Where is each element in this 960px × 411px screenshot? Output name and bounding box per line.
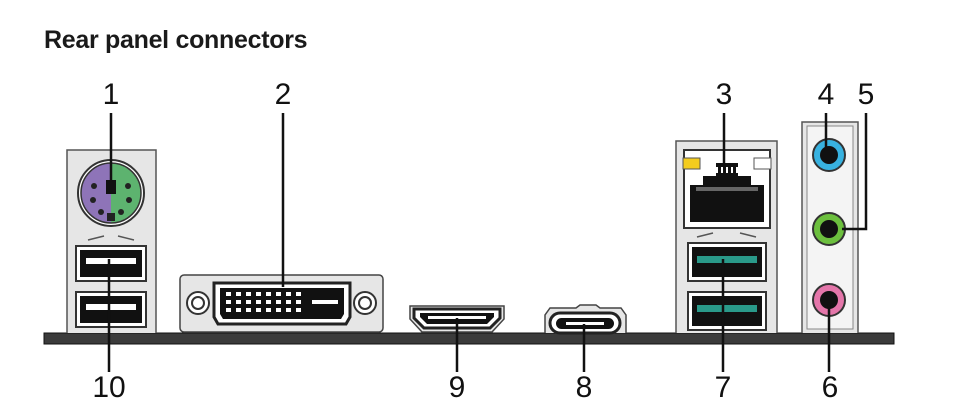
audio-jack-line-in bbox=[812, 138, 846, 172]
label-10: 10 bbox=[92, 371, 126, 404]
lan-led-left bbox=[682, 157, 701, 170]
label-3: 3 bbox=[715, 78, 733, 111]
dvi-port bbox=[179, 274, 384, 333]
label-2: 2 bbox=[274, 78, 292, 111]
label-7: 7 bbox=[714, 371, 732, 404]
ps2-keyboard-half bbox=[81, 163, 111, 223]
usb3-port-bottom bbox=[687, 291, 767, 331]
lan-port bbox=[682, 149, 772, 229]
audio-jack-stack bbox=[801, 121, 859, 333]
audio-jack-line-out bbox=[812, 212, 846, 246]
label-4: 4 bbox=[817, 78, 835, 111]
audio-jack-mic bbox=[812, 283, 846, 317]
leader-5 bbox=[842, 113, 868, 231]
ps2-mouse-half bbox=[111, 163, 141, 223]
label-9: 9 bbox=[448, 371, 466, 404]
board-baseline bbox=[43, 332, 895, 345]
usb2-port-bottom bbox=[75, 291, 147, 328]
ps2-usb2-stack bbox=[66, 149, 157, 333]
lan-led-right bbox=[753, 157, 772, 170]
usb2-port-top bbox=[75, 245, 147, 282]
label-8: 8 bbox=[575, 371, 593, 404]
usb-type-c-port bbox=[544, 304, 627, 335]
leader-lines bbox=[107, 113, 868, 372]
usb3-port-top bbox=[687, 242, 767, 282]
label-5: 5 bbox=[857, 78, 875, 111]
label-6: 6 bbox=[821, 371, 839, 404]
page-title: Rear panel connectors bbox=[44, 26, 308, 54]
label-1: 1 bbox=[102, 78, 120, 111]
ps2-port bbox=[77, 159, 145, 227]
lan-usb3-stack bbox=[675, 140, 778, 333]
